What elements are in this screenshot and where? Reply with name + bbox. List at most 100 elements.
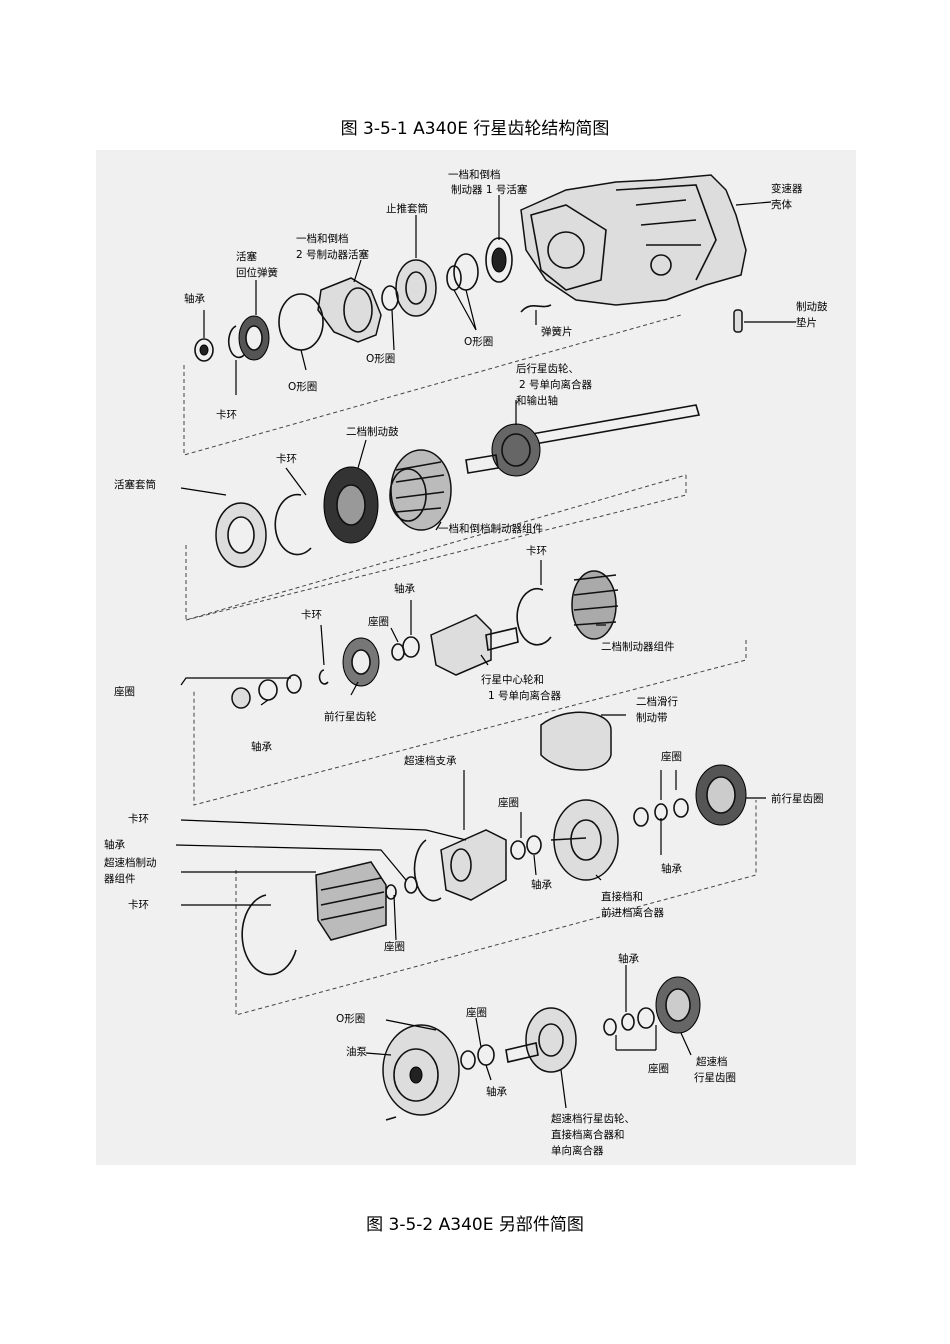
guide-line	[193, 640, 747, 806]
sun-gear-assembly	[430, 614, 519, 676]
label: 超速档行星齿轮、	[551, 1112, 635, 1125]
label: 垫片	[796, 316, 817, 329]
label: 卡环	[276, 452, 297, 465]
label: 前进档离合器	[601, 906, 664, 919]
label: 卡环	[128, 812, 149, 825]
label: 回位弹簧	[236, 266, 278, 279]
seat-bearing-row4b	[510, 835, 542, 860]
label: 一档和倒档	[296, 232, 349, 245]
label: 变速器	[771, 182, 803, 195]
label: 直接档和	[601, 890, 643, 903]
exploded-parts-diagram: 一档和倒档 制动器 1 号活塞 变速器 壳体 止推套筒 一档和倒档 2 号制动器…	[96, 150, 856, 1165]
label: 轴承	[251, 740, 272, 753]
label: 直接档离合器和	[551, 1128, 625, 1141]
label: O形圈	[288, 381, 317, 393]
oil-pump	[382, 1024, 460, 1116]
od-support	[440, 829, 507, 901]
o-ring-small	[381, 285, 399, 311]
label: 活塞套筒	[114, 478, 156, 491]
label: 座圈	[661, 750, 682, 763]
label: 壳体	[771, 198, 792, 211]
transmission-case	[520, 174, 747, 306]
label: 止推套筒	[386, 202, 428, 215]
snap-ring-2	[274, 493, 312, 556]
brake-drum-pad	[733, 309, 743, 333]
label: 一档和倒档	[448, 168, 501, 181]
label: 器组件	[104, 872, 136, 885]
label: 二档制动器组件	[601, 640, 675, 653]
snap-ring-small	[227, 325, 245, 359]
label: 轴承	[531, 878, 552, 891]
label: 轴承	[618, 952, 639, 965]
snap-ring-6	[241, 894, 297, 976]
label: 2 号制动器活塞	[296, 248, 370, 261]
label: 单向离合器	[551, 1144, 604, 1157]
label: 制动带	[636, 711, 668, 724]
bearing-small-row4	[385, 876, 418, 900]
direct-clutch	[550, 799, 619, 881]
label: 1 号单向离合器	[488, 689, 562, 702]
label: 卡环	[128, 898, 149, 911]
seat-bearing-set	[231, 674, 302, 709]
o-ring-small	[446, 253, 479, 291]
label: 轴承	[184, 292, 205, 305]
snap-ring-3	[516, 587, 552, 646]
label: 座圈	[648, 1062, 669, 1075]
front-planet-gear	[342, 637, 380, 687]
label: 制动鼓	[796, 300, 828, 313]
label: 座圈	[466, 1006, 487, 1019]
snap-ring-4	[318, 669, 329, 685]
label: 二档滑行	[636, 695, 678, 708]
guide-line	[235, 800, 757, 1016]
label: 后行星齿轮、	[516, 362, 579, 375]
label: 二档制动鼓	[346, 425, 399, 438]
o-ring-large	[278, 293, 324, 351]
seat-bearing-row4	[633, 798, 689, 827]
label: O形圈	[336, 1013, 365, 1025]
label: 座圈	[368, 615, 389, 628]
brake-1-assembly	[389, 449, 452, 531]
spring-plate	[520, 304, 552, 313]
label: 制动器 1 号活塞	[451, 183, 528, 196]
label: 轴承	[394, 582, 415, 595]
od-planet-gear	[505, 1007, 577, 1073]
seat-bearing-row5b	[460, 1044, 495, 1070]
label: 超速档支承	[404, 754, 457, 767]
return-spring	[238, 315, 270, 361]
od-brake-assembly	[315, 861, 387, 941]
bearing-small	[194, 338, 214, 362]
label: 轴承	[661, 862, 682, 875]
label: 卡环	[216, 408, 237, 421]
label: 行星中心轮和	[481, 673, 544, 686]
label: 座圈	[114, 685, 135, 698]
label: 弹簧片	[541, 325, 573, 338]
bearing-3-set	[391, 636, 420, 661]
od-ring-gear	[655, 976, 701, 1034]
label: 油泵	[346, 1045, 367, 1058]
label: 前行星齿圈	[771, 792, 824, 805]
figure-caption-bottom: 图 3-5-2 A340E 另部件简图	[366, 1215, 584, 1235]
snap-ring-5	[413, 839, 442, 902]
brake-band	[540, 711, 612, 771]
second-brake-drum	[323, 466, 379, 544]
label: 轴承	[104, 838, 125, 851]
label: 前行星齿轮	[324, 710, 377, 723]
thrust-sleeve	[395, 259, 437, 317]
label: 轴承	[486, 1085, 507, 1098]
piston-sleeve	[215, 502, 267, 568]
front-ring-gear	[695, 764, 747, 826]
output-shaft-assembly	[465, 404, 701, 477]
bolt	[385, 1116, 397, 1121]
brake-2-assembly	[571, 570, 619, 640]
label: 和输出轴	[516, 394, 558, 407]
label: 一档和倒档制动器组件	[438, 522, 543, 535]
brake-2-piston	[317, 277, 382, 343]
label: 超速档制动	[104, 856, 157, 869]
seat-bearing-row5	[603, 1007, 655, 1036]
label: O形圈	[366, 353, 395, 365]
label: O形圈	[464, 336, 493, 348]
label: 2 号单向离合器	[519, 378, 593, 391]
label: 卡环	[301, 608, 322, 621]
label: 超速档	[696, 1055, 728, 1068]
label: 行星齿圈	[694, 1071, 736, 1084]
